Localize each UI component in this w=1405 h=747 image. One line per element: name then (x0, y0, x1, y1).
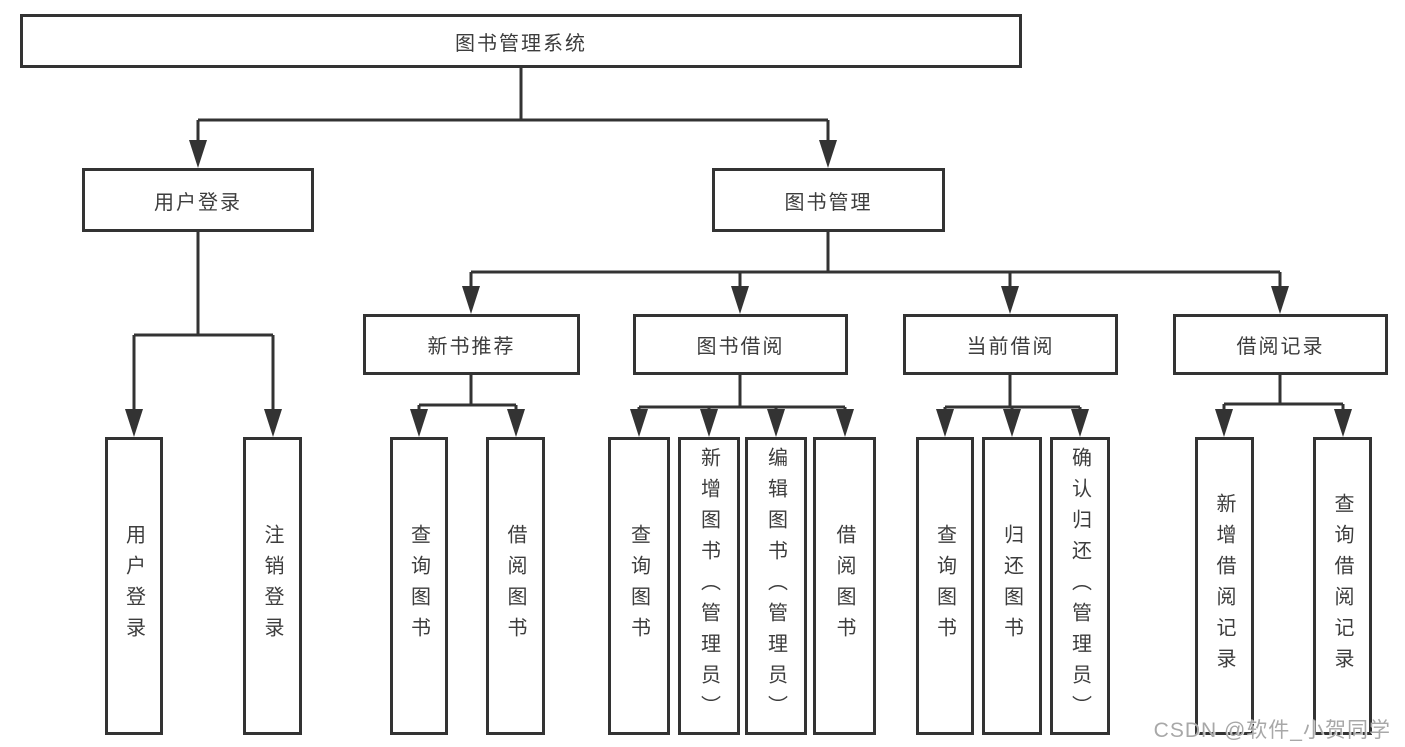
node-label: 借阅图书 (833, 524, 855, 648)
node-leaf-rec-query: 查询图书 (390, 437, 448, 735)
node-label: 新书推荐 (427, 336, 516, 358)
arrowhead-icon (410, 409, 428, 437)
node-label: 图书借阅 (696, 336, 785, 358)
node-leaf-rec-borrow: 借阅图书 (486, 437, 545, 735)
node-label: 借阅图书 (504, 524, 526, 648)
node-book-borrow: 图书借阅 (633, 314, 848, 375)
arrowhead-icon (819, 140, 837, 168)
node-root: 图书管理系统 (20, 14, 1022, 68)
arrowhead-icon (1271, 286, 1289, 314)
arrowhead-icon (700, 409, 718, 437)
node-label: 新增图书（管理员） (697, 446, 720, 726)
arrowhead-icon (1001, 286, 1019, 314)
arrowhead-icon (189, 140, 207, 168)
arrowhead-icon (125, 409, 143, 437)
arrowhead-icon (462, 286, 480, 314)
arrowhead-icon (1071, 409, 1089, 437)
node-leaf-cb-query: 查询图书 (916, 437, 974, 735)
node-label: 编辑图书（管理员） (764, 446, 787, 726)
arrowhead-icon (731, 286, 749, 314)
node-label: 用户登录 (154, 191, 242, 214)
node-leaf-br-query: 查询借阅记录 (1313, 437, 1372, 735)
node-leaf-user-login: 用户登录 (105, 437, 163, 735)
node-leaf-br-add: 新增借阅记录 (1195, 437, 1254, 735)
arrowhead-icon (1003, 409, 1021, 437)
node-leaf-logout: 注销登录 (243, 437, 302, 735)
node-label: 借阅记录 (1236, 336, 1325, 358)
node-label: 新增借阅记录 (1213, 493, 1235, 679)
node-label: 图书管理系统 (455, 32, 587, 55)
node-label: 查询图书 (627, 524, 650, 648)
node-label: 查询图书 (407, 524, 430, 648)
node-leaf-cb-confirm: 确认归还（管理员） (1050, 437, 1110, 735)
node-label: 当前借阅 (966, 336, 1055, 358)
node-leaf-bb-add: 新增图书（管理员） (678, 437, 740, 735)
node-leaf-cb-return: 归还图书 (982, 437, 1042, 735)
node-label: 图书管理 (784, 191, 873, 214)
node-leaf-bb-edit: 编辑图书（管理员） (745, 437, 807, 735)
node-new-book-rec: 新书推荐 (363, 314, 580, 375)
arrowhead-icon (264, 409, 282, 437)
node-label: 确认归还（管理员） (1068, 446, 1091, 726)
node-borrow-records: 借阅记录 (1173, 314, 1388, 375)
arrowhead-icon (1334, 409, 1352, 437)
arrowhead-icon (1215, 409, 1233, 437)
node-leaf-bb-borrow: 借阅图书 (813, 437, 876, 735)
arrowhead-icon (630, 409, 648, 437)
arrowhead-icon (936, 409, 954, 437)
node-label: 查询借阅记录 (1331, 493, 1353, 679)
node-label: 归还图书 (1000, 524, 1023, 648)
node-current-borrow: 当前借阅 (903, 314, 1118, 375)
node-label: 查询图书 (933, 524, 956, 648)
node-book-mgmt: 图书管理 (712, 168, 945, 232)
arrowhead-icon (767, 409, 785, 437)
node-label: 注销登录 (261, 524, 283, 648)
arrowhead-icon (836, 409, 854, 437)
node-leaf-bb-query: 查询图书 (608, 437, 670, 735)
node-label: 用户登录 (122, 524, 145, 648)
csdn-watermark: CSDN @软件_小贺同学 (1153, 719, 1391, 742)
arrowhead-icon (507, 409, 525, 437)
node-user-login: 用户登录 (82, 168, 314, 232)
